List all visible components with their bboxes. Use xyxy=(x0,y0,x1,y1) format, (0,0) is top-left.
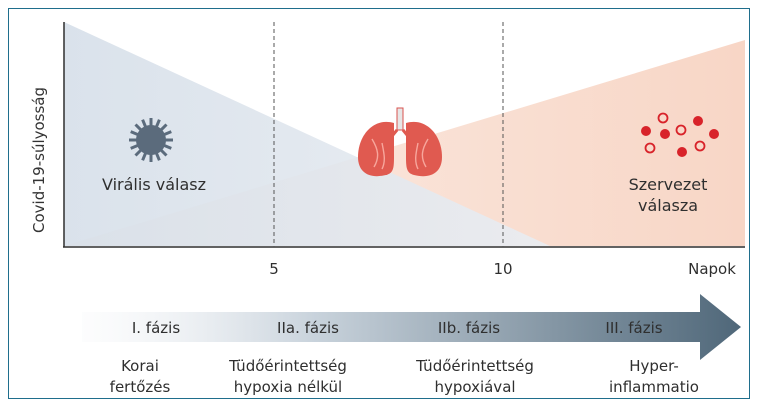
phase-2a-label: IIa. fázis xyxy=(277,319,339,337)
y-axis-label: Covid-19-súlyosság xyxy=(30,87,48,233)
host-response-label-line1: Szervezet xyxy=(629,175,708,194)
tick-10: 10 xyxy=(493,260,512,278)
phase-3-desc-line1: Hyper- xyxy=(629,357,679,375)
phase-2b-desc-line2: hypoxiával xyxy=(434,378,515,396)
phase-2a-desc-line2: hypoxia nélkül xyxy=(234,378,342,396)
phase-1-desc-line2: fertőzés xyxy=(110,378,171,396)
viral-response-label: Virális válasz xyxy=(102,175,206,194)
phase-1-label: I. fázis xyxy=(132,319,180,337)
phase-3-label: III. fázis xyxy=(605,319,662,337)
phase-1-desc-line1: Korai xyxy=(121,357,159,375)
phase-2a-desc-line1: Tüdőérintettség xyxy=(228,357,347,375)
phase-3-desc-line2: inflammatio xyxy=(609,378,699,396)
phase-2b-desc-line1: Tüdőérintettség xyxy=(415,357,534,375)
tick-5: 5 xyxy=(269,260,279,278)
host-response-label-line2: válasza xyxy=(638,196,698,215)
phase-2b-label: IIb. fázis xyxy=(438,319,500,337)
x-axis-unit: Napok xyxy=(688,260,736,278)
virus-icon xyxy=(129,118,173,162)
